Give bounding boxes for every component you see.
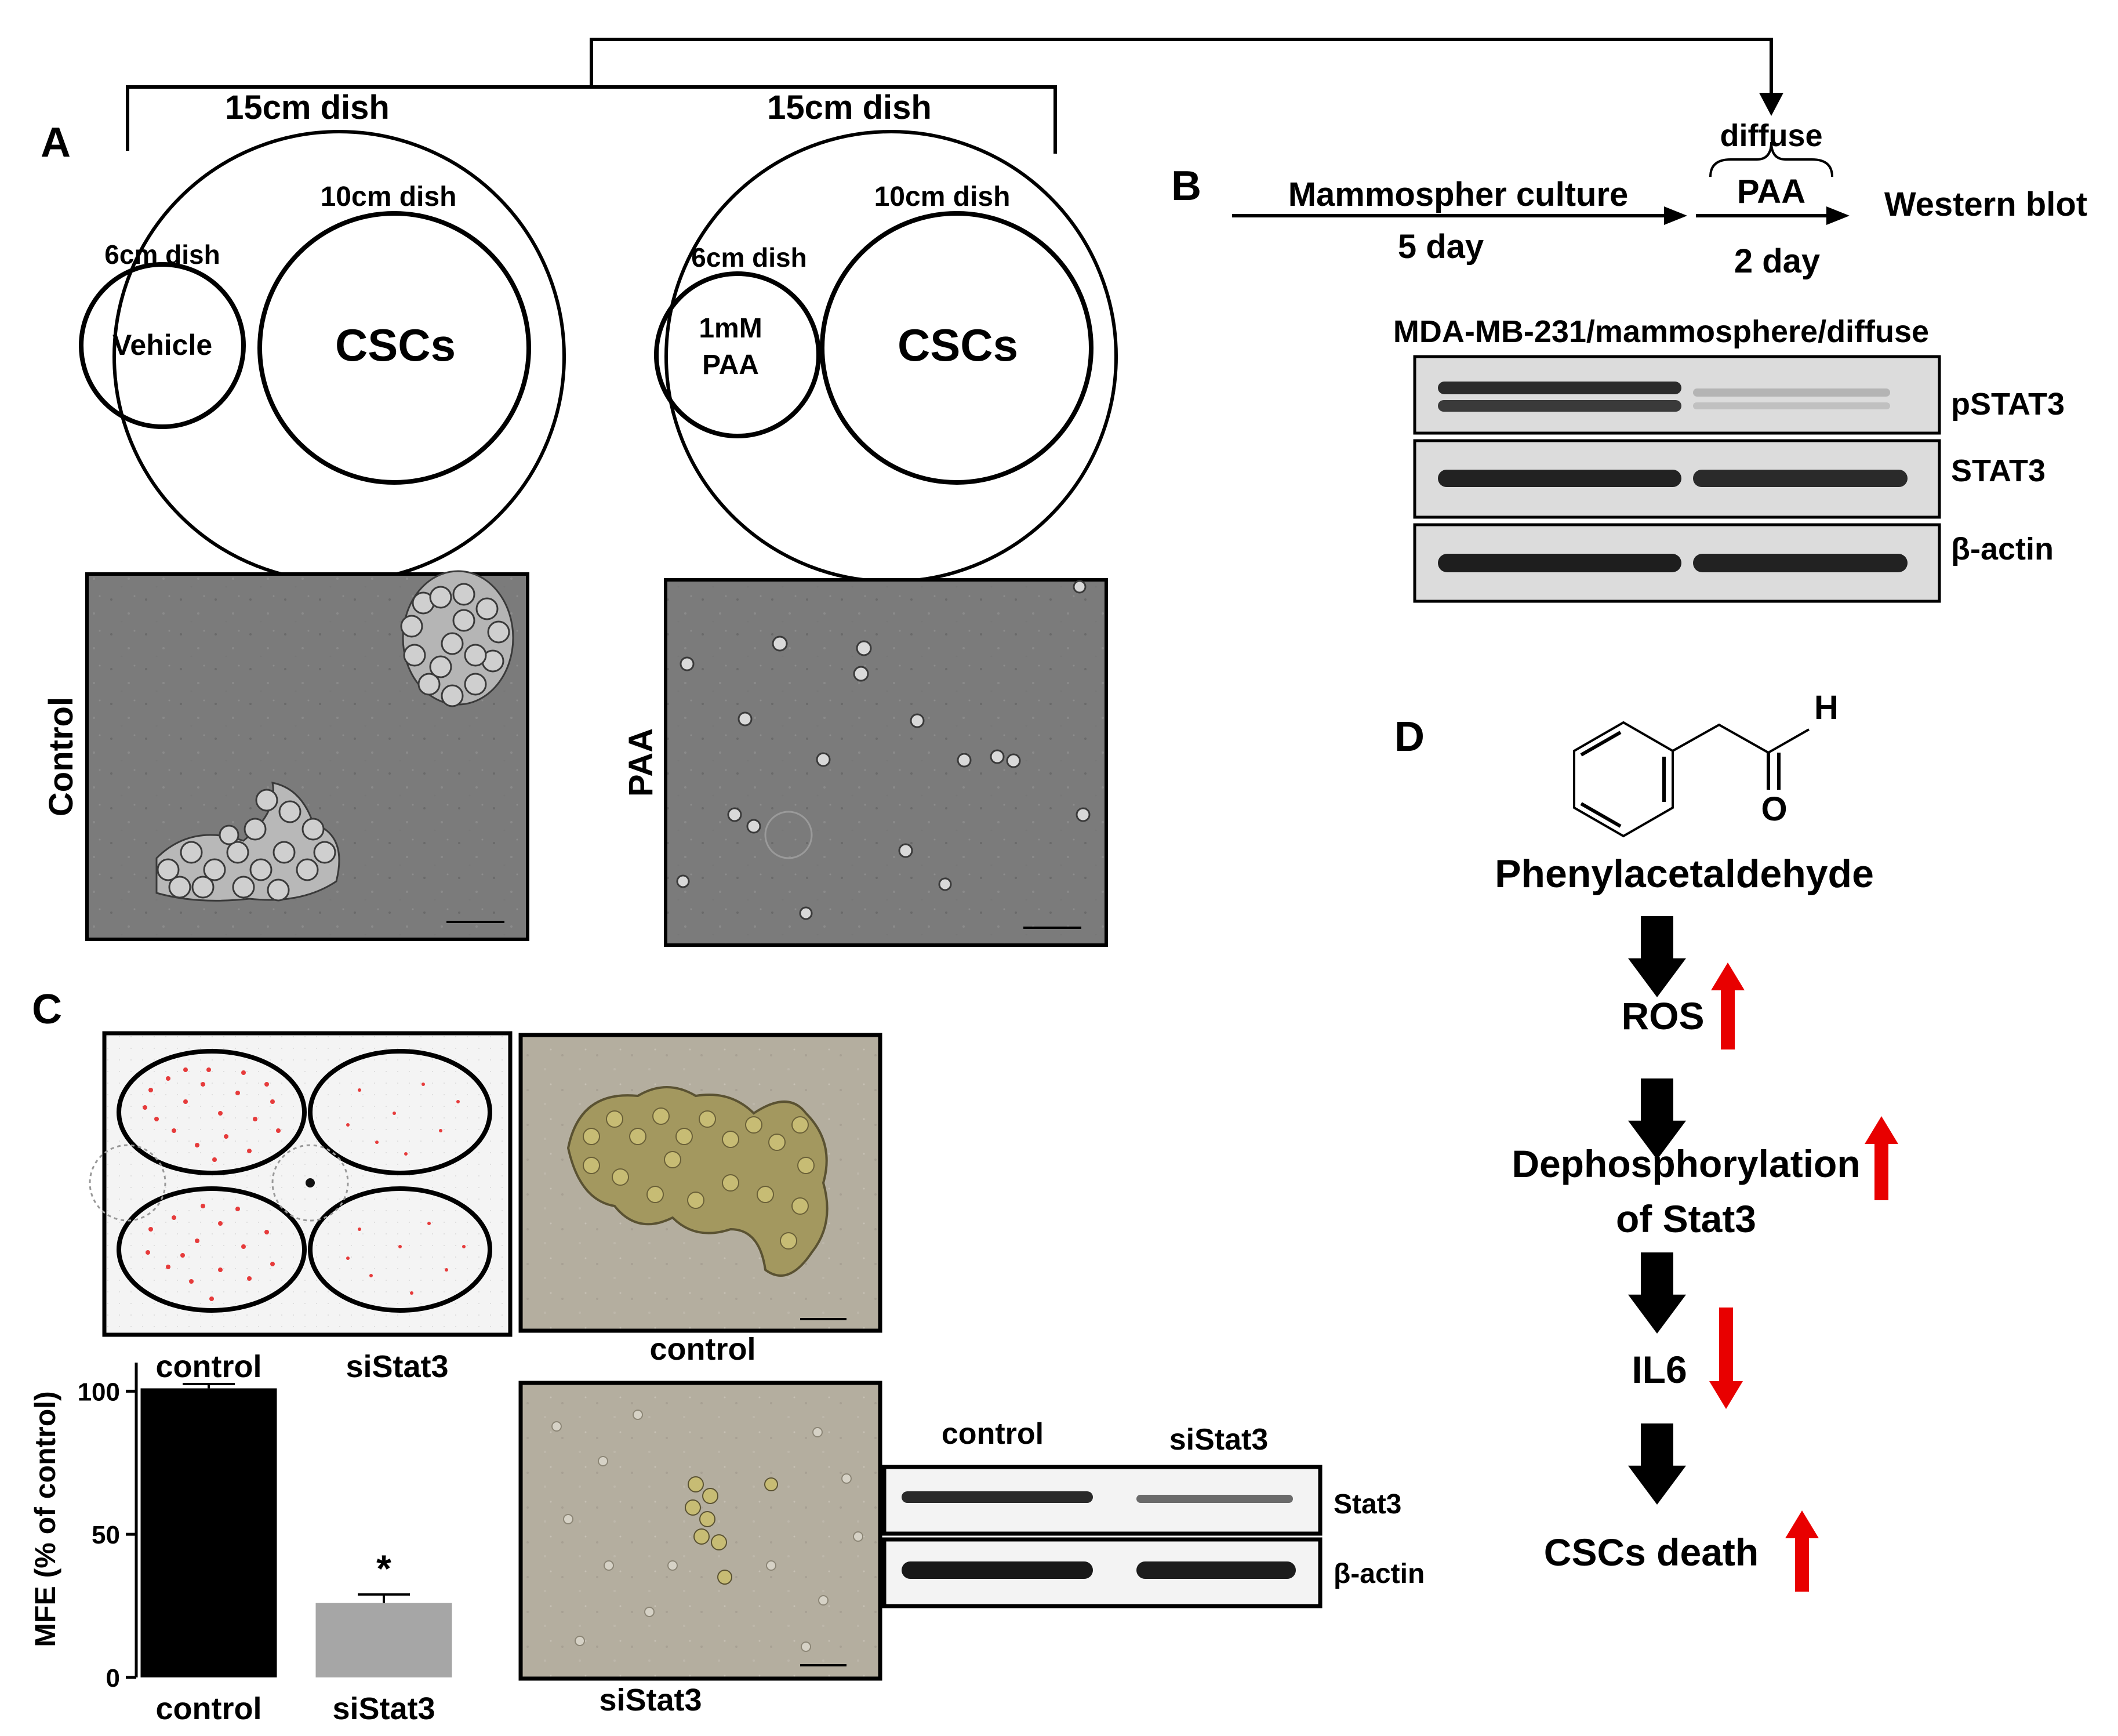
- band-label-pstat3: pSTAT3: [1951, 387, 2065, 422]
- dish-right-10cm: [820, 211, 1093, 485]
- blot-c-band-beta-actin: β-actin: [1334, 1559, 1425, 1589]
- dish-left-10cm: [257, 211, 531, 485]
- chart-y-ticks: 0 50 100: [78, 1378, 136, 1693]
- dish-right: 15cm dish 10cm dish CSCs 6cm dish 1mM PA…: [654, 89, 1118, 583]
- flow-arrow-0: [1628, 916, 1686, 997]
- chart-y-tick-label-1: 50: [92, 1521, 120, 1549]
- blot-strip-stat3: [1413, 439, 1941, 519]
- colony-plate-photo: [89, 1031, 513, 1337]
- dish-right-6cm-label: 6cm dish: [691, 242, 806, 273]
- diffuse-brace: [1709, 141, 1833, 177]
- panel-label-b: B: [1171, 163, 1201, 209]
- blot-c: control siStat3 Stat3 β-actin: [882, 1417, 1425, 1608]
- trend-arrow-up-0: [1711, 963, 1745, 1049]
- dish-left: 15cm dish 10cm dish CSCs 6cm dish Vehicl…: [79, 89, 566, 583]
- blot-c-strip-beta-actin: [882, 1537, 1323, 1608]
- panel-label-c: C: [32, 986, 62, 1033]
- micrograph-control-c-label: control: [650, 1332, 756, 1367]
- blot-title: MDA-MB-231/mammosphere/diffuse: [1393, 314, 1929, 349]
- dish-left-10cm-label: 10cm dish: [321, 181, 457, 212]
- dish-left-outer-label: 15cm dish: [225, 89, 390, 126]
- dish-left-6cm: [79, 262, 246, 429]
- panel-a: A 15cm dish 10cm dish CSCs 6cm dish Vehi…: [41, 38, 1783, 947]
- micrograph-control-c: [518, 1033, 882, 1333]
- band-label-beta-actin: β-actin: [1951, 532, 2054, 566]
- chart-bar-siStat3: [315, 1603, 452, 1677]
- micrograph-sistat3-c: [518, 1381, 882, 1681]
- panel-b: B diffuse Mammospher culture 5 day PAA 2…: [1171, 118, 2087, 603]
- blot-c-band-stat3: Stat3: [1334, 1489, 1401, 1520]
- panel-label-d: D: [1394, 714, 1425, 760]
- atom-h: H: [1814, 689, 1839, 727]
- micrograph-sistat3-c-label: siStat3: [599, 1683, 702, 1717]
- timeline-arrow-1: [1232, 206, 1687, 225]
- step1-label: Mammospher culture: [1288, 176, 1629, 213]
- pathway-step-0: ROS: [1621, 994, 1704, 1037]
- micrograph-paa-a: [664, 578, 1108, 947]
- dish-right-6cm: [654, 271, 821, 438]
- dish-right-outer-label: 15cm dish: [767, 89, 932, 126]
- pathway-step-2: IL6: [1632, 1348, 1687, 1391]
- chart-bar-control: [140, 1388, 277, 1677]
- dish-left-csc-label: CSCs: [335, 319, 456, 371]
- plate-col-label-control: control: [156, 1349, 262, 1384]
- flow-arrow-2: [1628, 1252, 1686, 1334]
- flow-arrow-1: [1628, 1078, 1686, 1160]
- chart-y-tick-label-2: 100: [78, 1378, 120, 1406]
- blot-c-col-control: control: [942, 1417, 1044, 1451]
- blot-strip-pstat3: [1413, 355, 1941, 435]
- dish-right-csc-label: CSCs: [898, 319, 1018, 371]
- trend-arrow-up-1: [1865, 1116, 1898, 1200]
- blot-c-col-sistat3: siStat3: [1169, 1423, 1269, 1457]
- pathway-step-1-line2: of Stat3: [1616, 1197, 1756, 1240]
- panel-c: C: [29, 986, 1425, 1726]
- panel-label-a: A: [41, 119, 71, 166]
- trend-arrow-up-3: [1785, 1510, 1819, 1592]
- significance-marker: *: [376, 1547, 391, 1590]
- trend-arrow-down-2: [1709, 1308, 1743, 1409]
- micrograph-control-a: [85, 570, 529, 941]
- mfe-bar-chart: control siStat3 MFE (% of control) 0 50 10…: [29, 1349, 452, 1726]
- chart-bars: *: [140, 1383, 452, 1677]
- chart-ylabel: MFE (% of control): [29, 1391, 61, 1647]
- compound-name: Phenylacetaldehyde: [1495, 852, 1874, 896]
- pathway-step-1: Dephosphorylation: [1512, 1142, 1860, 1185]
- bracket-connector: [126, 38, 1783, 154]
- dish-right-paa-label: PAA: [702, 350, 759, 380]
- micrograph-control-a-label: Control: [42, 697, 80, 816]
- timeline-arrow-2: [1696, 206, 1850, 225]
- panel-d: D H O Phenylacetaldehyde ROS Dephosphoryl…: [1394, 689, 1898, 1592]
- flow-arrow-3: [1628, 1423, 1686, 1505]
- dish-left-6cm-label: 6cm dish: [104, 239, 220, 270]
- step3-label: Western blot: [1884, 186, 2087, 223]
- chart-x-labels: control siStat3: [156, 1691, 435, 1726]
- blot-c-strip-stat3: [882, 1465, 1323, 1536]
- pathway-step-3: CSCs death: [1544, 1531, 1759, 1574]
- step2-duration: 2 day: [1734, 242, 1820, 280]
- step1-duration: 5 day: [1398, 228, 1484, 266]
- step2-label: PAA: [1737, 173, 1805, 210]
- atom-o: O: [1761, 790, 1787, 828]
- chart-y-tick-label-0: 0: [106, 1664, 120, 1693]
- micrograph-paa-a-label: PAA: [622, 728, 660, 797]
- dish-right-dose-label: 1mM: [699, 313, 762, 344]
- blot-strip-beta-actin: [1413, 523, 1941, 603]
- chart-x-label-control: control: [156, 1691, 262, 1726]
- chart-x-label-siStat3: siStat3: [332, 1691, 435, 1726]
- dish-left-vehicle-label: Vehicle: [112, 329, 212, 361]
- plate-col-label-sistat3: siStat3: [346, 1349, 448, 1384]
- phenylacetaldehyde-structure: H O: [1573, 689, 1839, 838]
- band-label-stat3: STAT3: [1951, 453, 2046, 488]
- dish-right-10cm-label: 10cm dish: [874, 181, 1011, 212]
